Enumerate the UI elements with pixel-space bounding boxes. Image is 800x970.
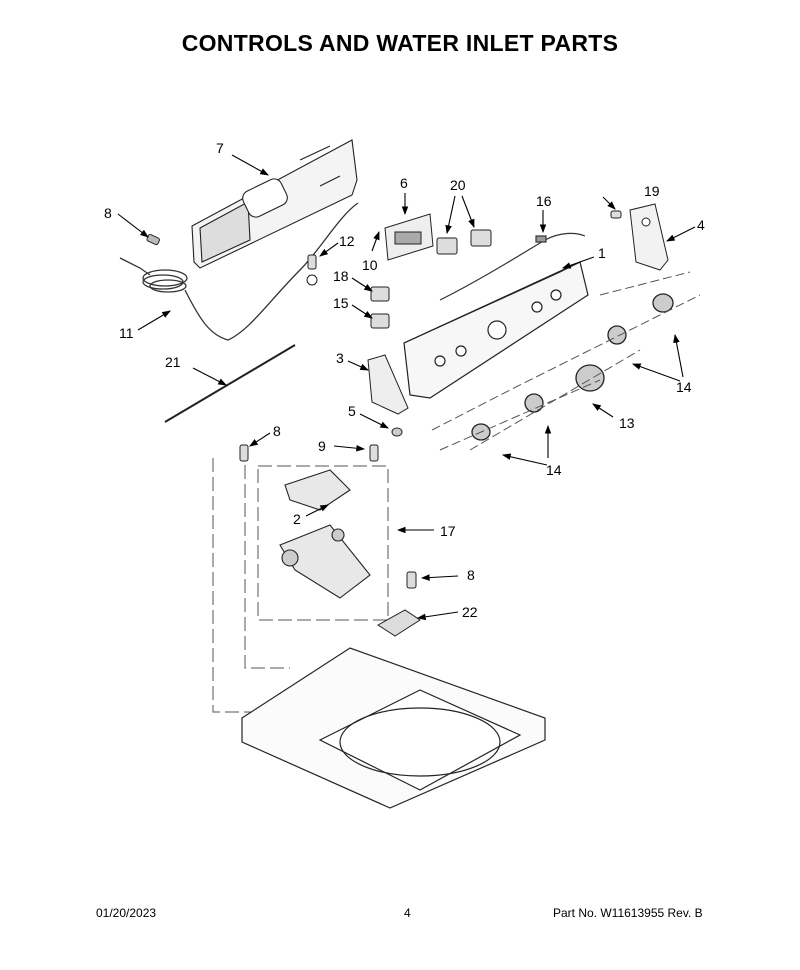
leader-lines bbox=[117, 154, 696, 621]
part-3-end-cap bbox=[367, 354, 409, 415]
callout-16: 16 bbox=[536, 193, 552, 209]
callout-2: 2 bbox=[293, 511, 301, 527]
callout-11: 11 bbox=[119, 325, 134, 341]
callout-labels: 7 6 20 16 19 4 8 12 1 10 18 15 11 3 21 1… bbox=[104, 140, 705, 620]
callout-4: 4 bbox=[697, 217, 705, 233]
part-8-screw-b bbox=[239, 444, 249, 462]
callout-19: 19 bbox=[644, 183, 660, 199]
part-15-switch bbox=[370, 313, 390, 329]
callout-1: 1 bbox=[598, 245, 606, 261]
part-9-screw bbox=[369, 444, 379, 462]
part-18-switch bbox=[370, 286, 390, 302]
callout-8-mid: 8 bbox=[273, 423, 281, 439]
part-16-wire-harness bbox=[439, 232, 586, 301]
part-22-bracket bbox=[377, 609, 421, 637]
callout-13: 13 bbox=[619, 415, 635, 431]
footer-page-number: 4 bbox=[404, 906, 411, 920]
callout-8-top: 8 bbox=[104, 205, 112, 221]
callout-12: 12 bbox=[339, 233, 355, 249]
part-6-control-board bbox=[384, 213, 434, 261]
footer-date: 01/20/2023 bbox=[96, 906, 157, 920]
callout-15: 15 bbox=[333, 295, 349, 311]
part-5-clip bbox=[391, 427, 403, 437]
callout-5: 5 bbox=[348, 403, 356, 419]
knob-guides bbox=[431, 271, 701, 451]
callout-21: 21 bbox=[165, 354, 181, 370]
footer-part-number: Part No. W11613955 Rev. B bbox=[553, 906, 703, 920]
callout-7: 7 bbox=[216, 140, 224, 156]
callout-22: 22 bbox=[462, 604, 478, 620]
part-8-screw-a bbox=[146, 233, 160, 246]
part-8-screw-c bbox=[406, 571, 417, 589]
part-2-water-valve bbox=[279, 469, 371, 599]
callout-18: 18 bbox=[333, 268, 349, 284]
page-title: CONTROLS AND WATER INLET PARTS bbox=[181, 30, 619, 56]
callout-14-right: 14 bbox=[676, 379, 692, 395]
part-19-screw bbox=[610, 210, 622, 219]
part-21-wire bbox=[164, 344, 296, 423]
callout-17: 17 bbox=[440, 523, 456, 539]
callout-20: 20 bbox=[450, 177, 466, 193]
callout-3: 3 bbox=[336, 350, 344, 366]
callout-14-bottom: 14 bbox=[546, 462, 562, 478]
part-7-rear-panel bbox=[191, 139, 358, 269]
knobs bbox=[471, 293, 674, 441]
callout-8-low: 8 bbox=[467, 567, 475, 583]
top-panel bbox=[241, 647, 546, 809]
callout-6: 6 bbox=[400, 175, 408, 191]
part-20-switches bbox=[436, 229, 492, 255]
part-11-power-cord bbox=[119, 202, 359, 341]
part-12-clip bbox=[306, 254, 318, 286]
part-4-end-cap bbox=[629, 203, 669, 271]
callout-9: 9 bbox=[318, 438, 326, 454]
part-1-console bbox=[403, 261, 589, 399]
callout-10: 10 bbox=[362, 257, 378, 273]
